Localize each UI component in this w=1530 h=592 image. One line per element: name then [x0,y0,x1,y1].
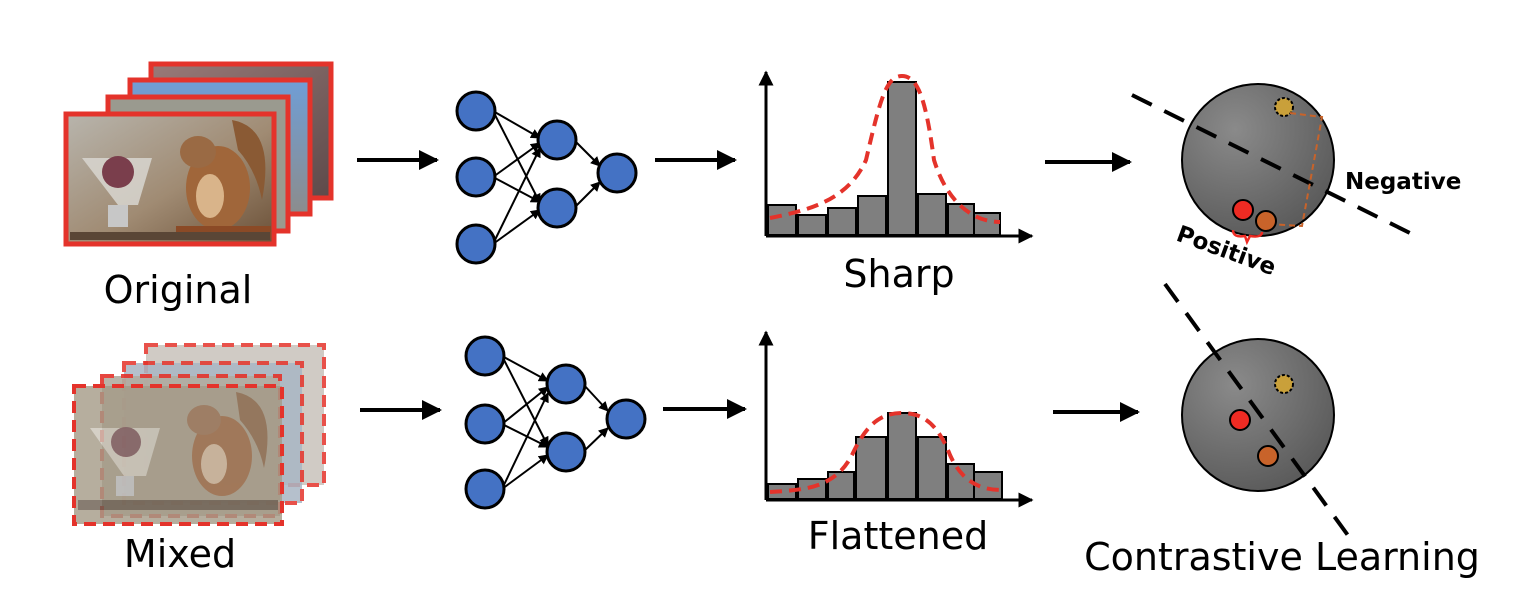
input-node [455,223,497,265]
histogram-bar [887,81,917,236]
anchor-point [1274,374,1294,394]
sharp-density-curve [769,73,1001,224]
positive-brace [1231,229,1264,246]
flattened-label: Flattened [808,514,988,558]
negative-label: Negative [1345,169,1461,195]
encoder-network-top [455,90,638,265]
sharp-histogram: Sharp [758,70,1034,296]
decision-boundary [1163,282,1357,547]
decision-boundary [1131,93,1421,240]
original-label: Original [104,268,253,312]
input-node [464,335,506,377]
input-node [455,90,497,132]
negative-distance-bracket [1267,112,1324,228]
histogram-bar [827,207,857,236]
histogram-bar [797,478,827,500]
output-node [596,152,638,194]
contrastive-learning-caption: Contrastive Learning [1084,535,1480,579]
positive-point-red [1229,409,1251,431]
squirrel-photo [63,111,277,247]
original-image-stack: Original [63,61,334,312]
histogram-bar [855,436,887,500]
hidden-node [545,431,587,473]
hidden-node [545,363,587,405]
positive-point-red [1232,199,1254,221]
histogram-bar [857,195,887,236]
flattened-density-curve [769,410,1004,494]
embedding-sphere-bottom [1163,282,1357,547]
histogram-bar [917,436,947,500]
histogram-bar [767,204,797,236]
histogram-bar [797,214,827,236]
sharp-label: Sharp [843,252,954,296]
hidden-node [536,187,578,229]
mixed-squirrel-photo [74,386,282,524]
positive-point-brown [1257,445,1279,467]
histogram-bar [947,203,975,236]
output-node [605,398,647,440]
flattened-histogram: Flattened [758,330,1034,558]
anchor-point [1274,97,1294,117]
histogram-bar [917,193,947,236]
hidden-node [536,119,578,161]
embedding-sphere-top: Negative Positive [1131,83,1461,281]
input-node [464,403,506,445]
encoder-network-bottom [464,335,647,510]
histogram-bar [887,412,917,500]
mixed-label: Mixed [124,532,236,576]
input-node [464,468,506,510]
input-node [455,156,497,198]
positive-point-brown [1255,210,1277,232]
mixed-image-stack: Mixed [72,343,326,576]
